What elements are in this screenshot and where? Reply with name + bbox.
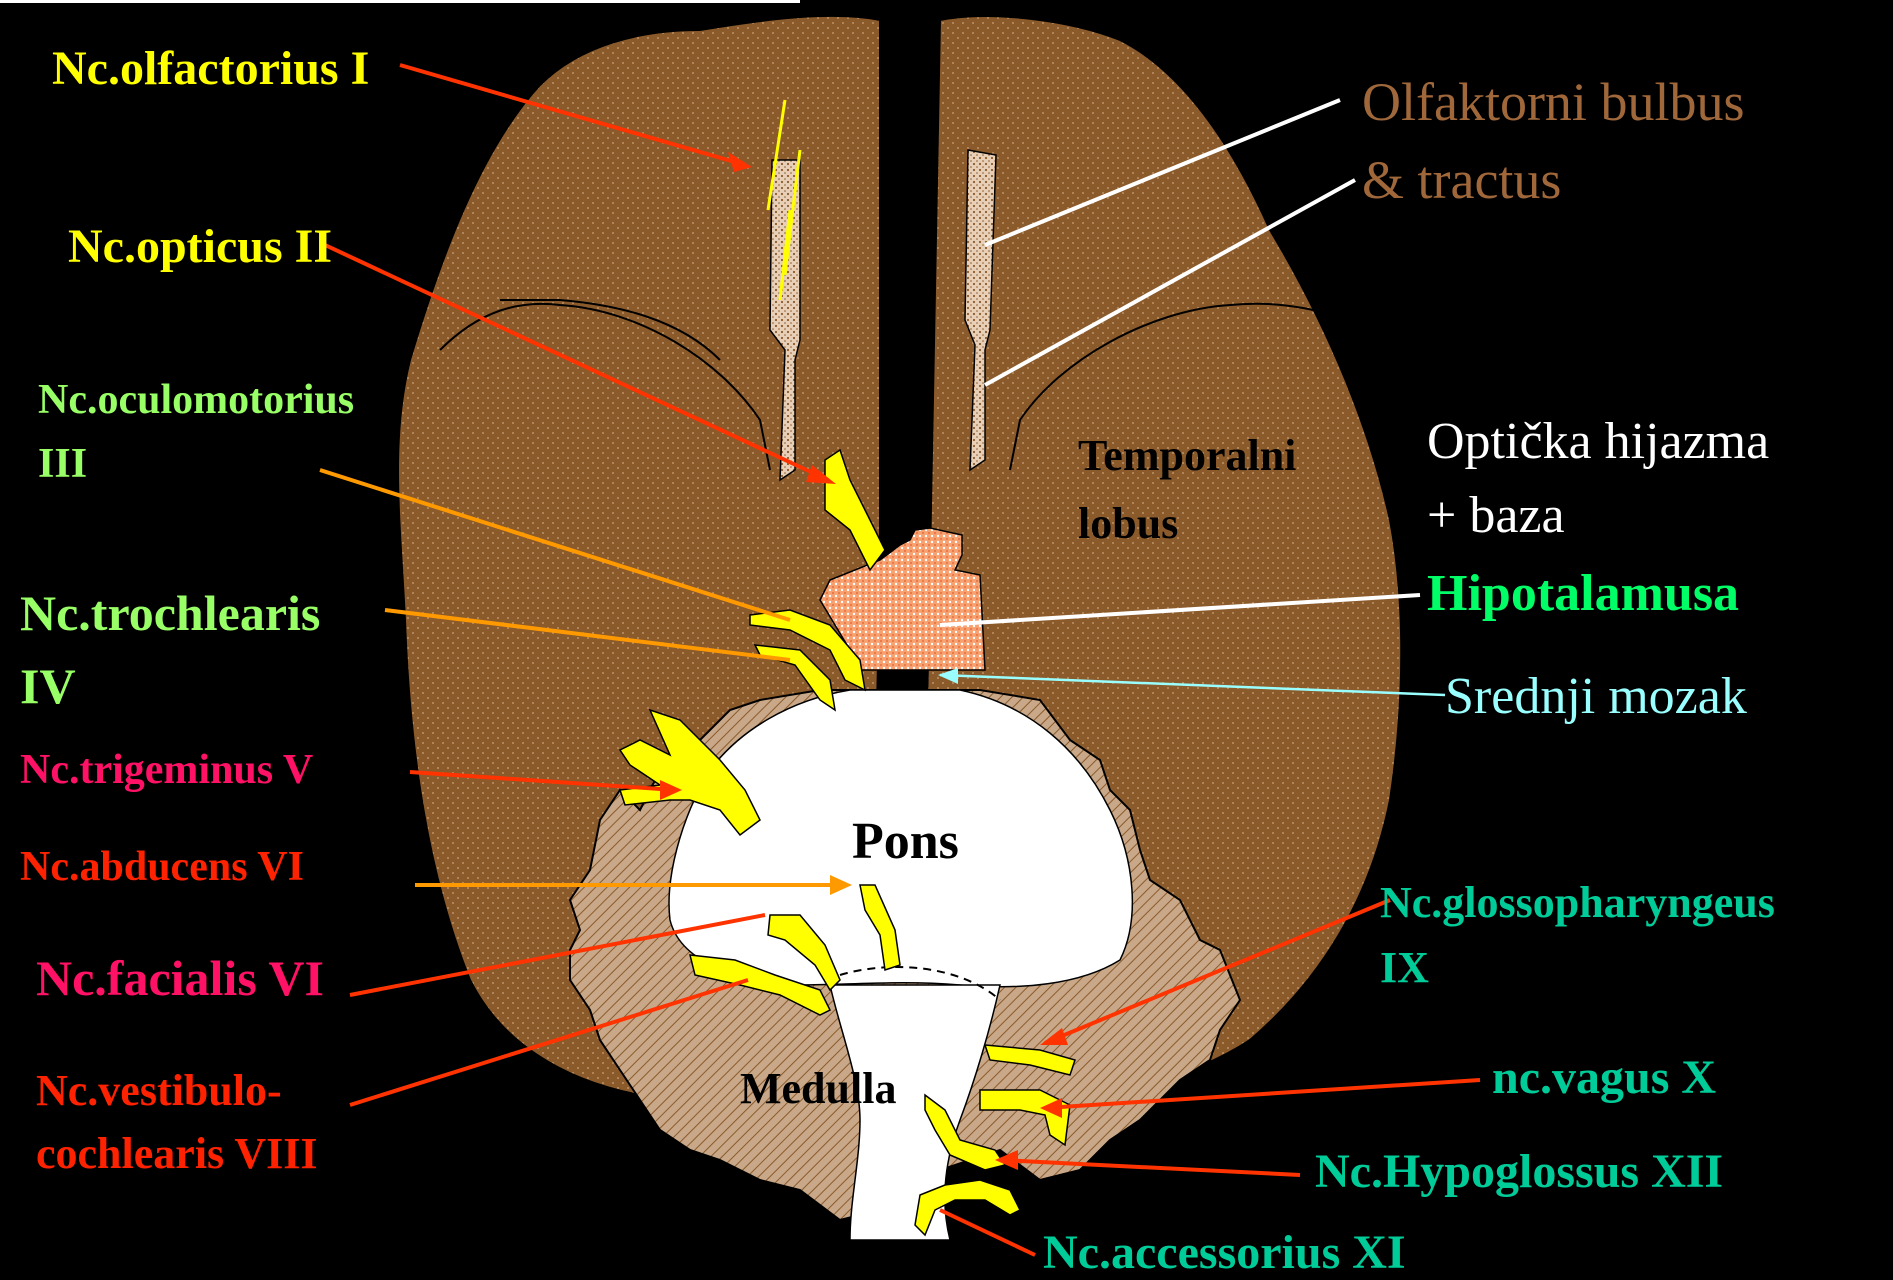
- label-pons: Pons: [852, 813, 959, 870]
- label-temporalni-2: lobus: [1078, 499, 1178, 548]
- label-temporalni-1: Temporalni: [1078, 431, 1296, 480]
- label-glosso-1: Nc.glossopharyngeus: [1380, 878, 1775, 927]
- label-opticka-2: + baza: [1427, 487, 1565, 544]
- label-oculomotorius-2: III: [38, 441, 87, 487]
- label-oculomotorius-1: Nc.oculomotorius: [38, 377, 354, 423]
- top-bar: [0, 0, 800, 3]
- label-facialis: Nc.facialis VI: [36, 950, 324, 1006]
- label-glosso-2: IX: [1380, 943, 1429, 992]
- label-opticus: Nc.opticus II: [68, 220, 332, 273]
- label-hipotalamusa: Hipotalamusa: [1427, 565, 1739, 622]
- label-hypoglossus: Nc.Hypoglossus XII: [1315, 1145, 1723, 1198]
- label-trochlearis-1: Nc.trochlearis: [20, 585, 320, 641]
- label-vestibulo-1: Nc.vestibulo-: [36, 1066, 282, 1115]
- label-medulla: Medulla: [740, 1064, 896, 1113]
- label-accessorius: Nc.accessorius XI: [1043, 1226, 1406, 1279]
- pointer-accessorius: [940, 1210, 1035, 1255]
- label-olfaktorni-2: & tractus: [1362, 150, 1561, 210]
- label-srednji: Srednji mozak: [1445, 668, 1747, 725]
- label-olfaktorni-1: Olfaktorni bulbus: [1362, 72, 1744, 132]
- label-opticka-1: Optička hijazma: [1427, 413, 1769, 470]
- label-abducens: Nc.abducens VI: [20, 844, 304, 890]
- label-olfactorius: Nc.olfactorius I: [52, 42, 369, 95]
- label-trigeminus: Nc.trigeminus V: [20, 747, 313, 793]
- label-trochlearis-2: IV: [20, 658, 76, 714]
- label-vagus: nc.vagus X: [1492, 1051, 1716, 1104]
- label-vestibulo-2: cochlearis VIII: [36, 1129, 318, 1178]
